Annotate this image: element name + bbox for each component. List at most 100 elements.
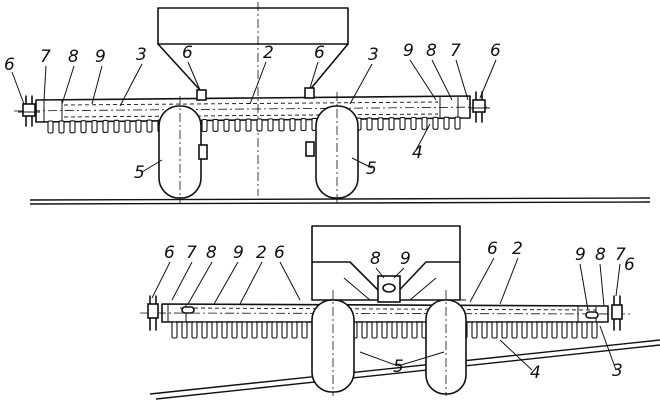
bottom-label: 4	[530, 363, 541, 383]
bottom-label: 7	[615, 245, 626, 265]
bottom-label: 5	[393, 357, 404, 377]
leader-line	[479, 59, 497, 99]
top-label: 6	[4, 55, 15, 75]
bottom-label: 7	[186, 243, 197, 263]
tooth	[80, 120, 87, 134]
tooth	[561, 321, 568, 339]
bottom-label: 2	[256, 243, 267, 263]
bolt-axes	[18, 107, 490, 113]
top-label: 6	[490, 41, 501, 61]
top-label: 4	[412, 143, 423, 163]
tooth	[300, 118, 307, 132]
tooth	[278, 118, 285, 132]
lower-left-inner-mark	[181, 306, 195, 314]
top-label: 9	[403, 41, 414, 61]
hidden-shaft	[63, 101, 439, 118]
lower-left-bolt	[147, 303, 159, 319]
tooth	[481, 321, 488, 339]
top-label: 8	[426, 41, 437, 61]
bottom-label: 6	[274, 243, 285, 263]
lower-wheel-centerlines	[332, 290, 447, 396]
tooth	[501, 321, 508, 339]
right-bolt	[472, 99, 486, 113]
tooth	[102, 119, 109, 134]
bottom-label: 8	[595, 245, 606, 265]
leader-line	[431, 59, 453, 101]
top-label: 3	[368, 45, 379, 65]
tooth	[421, 116, 428, 130]
left-bolt	[22, 103, 36, 117]
leader-line	[351, 157, 373, 169]
bottom-label: 9	[400, 249, 411, 269]
hopper-inner	[311, 261, 461, 301]
ground-line-slope-lower	[155, 344, 660, 400]
tooth	[271, 321, 278, 339]
tooth	[256, 118, 263, 132]
tooth	[234, 118, 241, 132]
hopper-slope	[343, 277, 437, 301]
top-label: 7	[40, 47, 51, 67]
leader-line	[455, 59, 469, 101]
leader-line	[409, 59, 437, 101]
bottom-label: 6	[487, 239, 498, 259]
leader-line	[309, 61, 319, 89]
tooth	[551, 321, 558, 339]
leader-line	[375, 267, 385, 279]
tooth	[251, 321, 258, 339]
tooth	[231, 321, 238, 339]
leader-line	[279, 261, 301, 301]
tooth	[211, 321, 218, 339]
ground-line-lower	[29, 201, 651, 205]
top-label: 9	[95, 47, 106, 67]
tooth	[146, 119, 153, 133]
tooth	[454, 116, 461, 130]
top-label: 6	[314, 43, 325, 63]
tooth	[212, 118, 219, 132]
leader-line	[499, 257, 519, 305]
tooth	[391, 321, 398, 339]
tooth	[571, 321, 578, 339]
tooth	[361, 321, 368, 339]
leader-line	[393, 267, 405, 279]
tooth	[399, 117, 406, 131]
tooth	[366, 117, 373, 131]
bottom-label: 8	[370, 249, 381, 269]
tooth	[371, 321, 378, 339]
leader-line	[141, 159, 163, 173]
bottom-label: 9	[575, 245, 586, 265]
leader-line	[599, 263, 605, 307]
leader-line	[349, 63, 373, 105]
tooth	[471, 321, 478, 339]
tooth	[301, 321, 308, 339]
top-label: 2	[263, 43, 274, 63]
ground-line-slope	[149, 339, 660, 395]
tooth	[124, 119, 131, 133]
leader-line	[187, 261, 213, 305]
tooth	[58, 120, 65, 134]
tooth	[135, 119, 142, 133]
tooth	[491, 321, 498, 339]
leader-line	[11, 71, 25, 105]
bottom-label: 8	[206, 243, 217, 263]
leader-line	[43, 65, 47, 101]
tooth	[388, 117, 395, 131]
leader-line	[187, 61, 201, 91]
tooth	[432, 116, 439, 130]
leader-line	[499, 339, 533, 371]
tooth	[267, 118, 274, 132]
tooth	[511, 321, 518, 339]
tooth	[281, 321, 288, 339]
tooth	[521, 321, 528, 339]
leader-line	[469, 257, 495, 303]
leader-line	[61, 65, 75, 105]
leader-line	[415, 123, 431, 151]
lower-hidden-shaft	[179, 307, 597, 311]
tooth	[245, 118, 252, 132]
tooth	[223, 118, 230, 132]
leader-line	[91, 65, 103, 105]
leader-line	[359, 351, 399, 367]
top-label: 5	[134, 163, 145, 183]
axle-clamp-left	[198, 144, 208, 160]
leader-line	[615, 263, 621, 297]
